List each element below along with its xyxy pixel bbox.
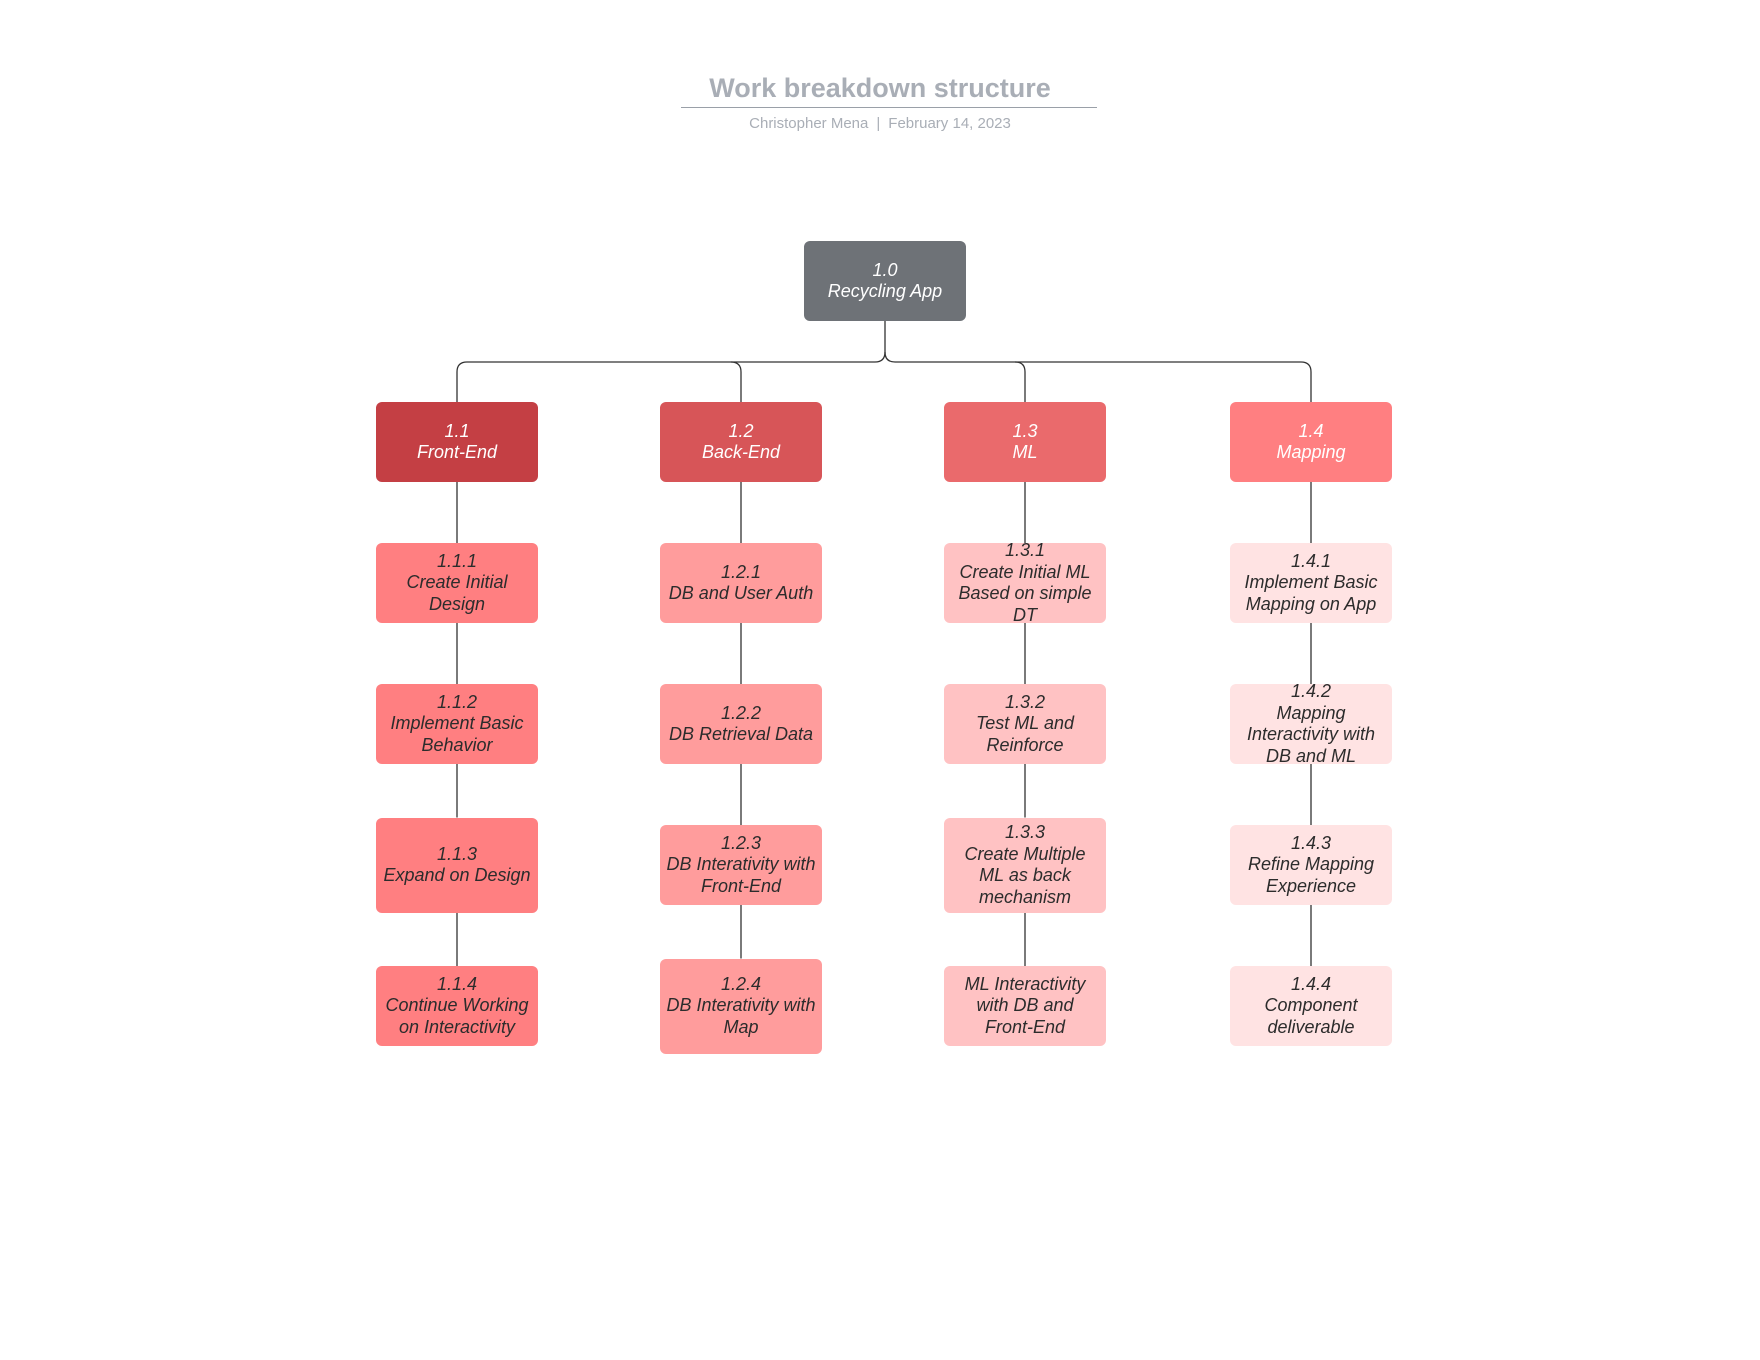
- node-id: 1.4: [1298, 420, 1324, 441]
- node-id: 1.4.3: [1290, 832, 1332, 853]
- node-label: Mapping: [1276, 442, 1346, 462]
- node-id: 1.1.2: [436, 691, 478, 712]
- node-label: Refine Mapping Experience: [1247, 854, 1375, 896]
- node-id: 1.1: [444, 420, 470, 441]
- connector-line: [730, 361, 742, 402]
- diagram-title: Work breakdown structure: [709, 73, 1051, 103]
- author-name: Christopher Mena: [749, 115, 869, 132]
- node-label: Create Multiple ML as back mechanism: [964, 843, 1086, 907]
- node-id: 1.2.3: [720, 832, 762, 853]
- node-label: Implement Basic Mapping on App: [1244, 572, 1378, 614]
- connector-line: [456, 321, 886, 402]
- node-label: Create Initial ML Based on simple DT: [958, 561, 1092, 625]
- node-label: Create Initial Design: [406, 572, 508, 614]
- node-label: DB Interativity with Map: [666, 995, 816, 1037]
- node-id: 1.1.4: [436, 973, 478, 994]
- connector-line: [1014, 361, 1026, 402]
- node-label: Front-End: [416, 442, 498, 462]
- node-id: 1.4.2: [1290, 681, 1332, 701]
- node-label: Test ML and Reinforce: [975, 713, 1075, 755]
- node-id: 1.1.1: [436, 550, 478, 571]
- node-id: 1.4.4: [1290, 973, 1332, 994]
- node-id: 1.4.1: [1290, 550, 1332, 571]
- node-id: 1.3.1: [1004, 540, 1046, 560]
- title-underline: [681, 107, 1097, 108]
- node-label: ML Interactivity with DB and Front-End: [964, 973, 1086, 1037]
- subtitle-separator: |: [876, 115, 881, 132]
- node-id: 1.2.1: [720, 561, 762, 582]
- node-label: Back-End: [701, 442, 781, 462]
- node-label: Implement Basic Behavior: [390, 713, 524, 755]
- node-label: DB Interativity with Front-End: [666, 854, 816, 896]
- node-label: Expand on Design: [383, 865, 531, 885]
- node-id: 1.3.3: [1004, 822, 1046, 842]
- node-id: 1.3.2: [1004, 691, 1046, 712]
- node-label: DB and User Auth: [668, 583, 814, 603]
- diagram-date: February 14, 2023: [888, 115, 1011, 132]
- connector-line: [884, 351, 1312, 402]
- node-label: DB Retrieval Data: [668, 724, 814, 744]
- node-id: 1.2: [728, 420, 754, 441]
- task-node[interactable]: ML Interactivity with DB and Front-End: [944, 966, 1106, 1046]
- node-id: 1.2.4: [720, 973, 762, 994]
- node-label: Mapping Interactivity with DB and ML: [1246, 702, 1376, 766]
- node-label: Component deliverable: [1264, 995, 1358, 1037]
- diagram-subtitle: Christopher Mena | February 14, 2023: [0, 115, 1760, 132]
- node-id: 1.3: [1012, 420, 1038, 441]
- node-label: Recycling App: [827, 281, 943, 301]
- node-id: 1.2.2: [720, 702, 762, 723]
- node-label: Continue Working on Interactivity: [385, 995, 529, 1037]
- node-id: 1.0: [872, 259, 898, 280]
- node-id: 1.1.3: [436, 843, 478, 864]
- node-label: ML: [1012, 442, 1038, 462]
